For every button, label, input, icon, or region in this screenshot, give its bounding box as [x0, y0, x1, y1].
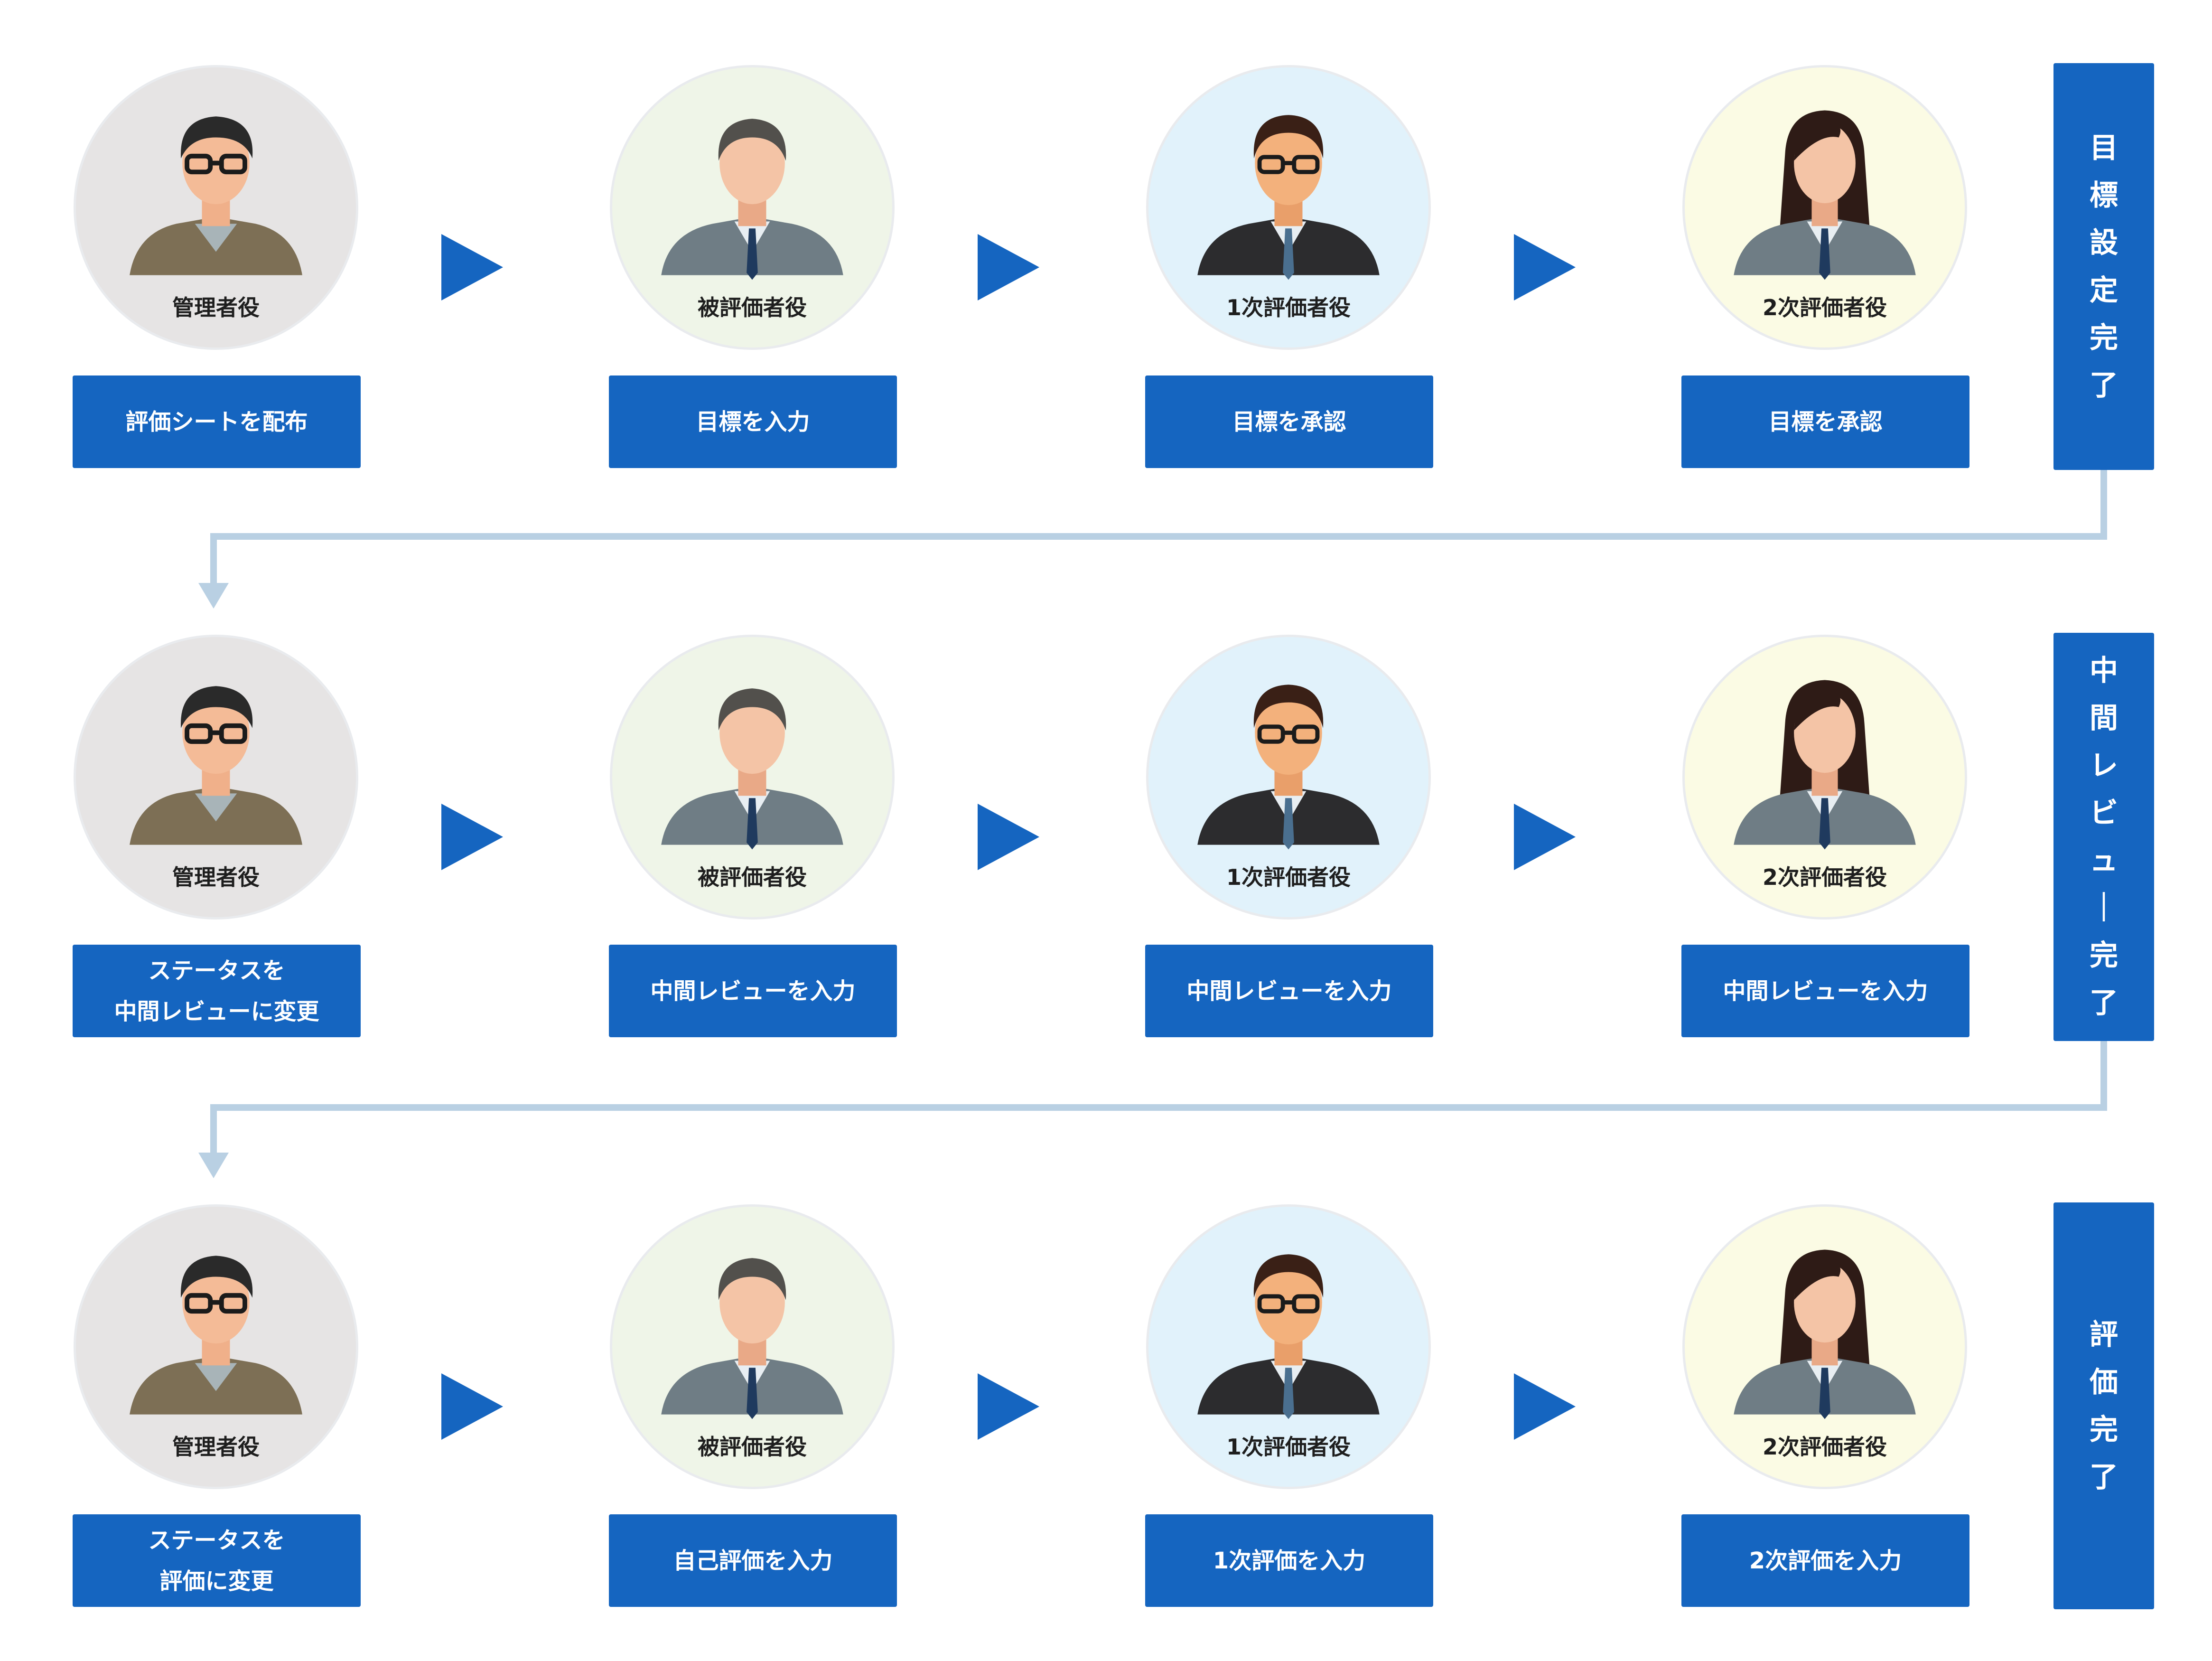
role-label-evaluatee: 被評価者役 [698, 864, 807, 890]
stage-label-char: 価 [2090, 1365, 2118, 1399]
stage-label-char: 定 [2090, 273, 2118, 307]
stage-label-char: 完 [2090, 321, 2118, 355]
role-label-first-evaluator: 1次評価者役 [1226, 295, 1351, 320]
stage-label-char: 了 [2090, 1460, 2118, 1494]
admin-person-icon [130, 686, 302, 845]
flow-arrow [441, 1373, 503, 1440]
stage-label-char: 完 [2090, 939, 2118, 972]
stage-label-char: 完 [2090, 1413, 2118, 1446]
first-evaluator-avatar: 1次評価者役 [1146, 1204, 1431, 1489]
admin-person-icon [130, 116, 302, 275]
connector-row1-to-row2 [198, 470, 2107, 609]
flow-arrow [978, 234, 1039, 300]
evaluatee-avatar: 被評価者役 [610, 65, 895, 350]
stage-label-char: 中 [2090, 654, 2118, 687]
first-evaluator-person-icon [1197, 1254, 1380, 1419]
first-evaluator-avatar: 1次評価者役 [1146, 65, 1431, 350]
flow-arrow [1514, 1373, 1576, 1440]
role-label-second-evaluator: 2次評価者役 [1762, 864, 1887, 890]
stage-label-char: 標 [2090, 178, 2118, 212]
stage-label-char: 了 [2090, 986, 2118, 1020]
stage-label-char: 目 [2090, 131, 2118, 165]
admin-avatar: 管理者役 [74, 65, 358, 350]
role-label-admin: 管理者役 [172, 1434, 260, 1460]
role-label-evaluatee: 被評価者役 [698, 295, 807, 320]
action-enter-midreview-first: 中間レビューを入力 [1145, 945, 1433, 1037]
action-approve-goals-second: 目標を承認 [1681, 375, 1969, 468]
admin-avatar: 管理者役 [74, 1204, 358, 1489]
action-enter-second-evaluation: 2次評価を入力 [1681, 1514, 1969, 1607]
admin-avatar: 管理者役 [74, 635, 358, 920]
evaluatee-avatar: 被評価者役 [610, 1204, 895, 1489]
stage-label-char: 設 [2090, 226, 2118, 260]
second-evaluator-avatar: 2次評価者役 [1682, 635, 1967, 920]
action-enter-midreview-evaluatee: 中間レビューを入力 [609, 945, 897, 1037]
first-evaluator-avatar: 1次評価者役 [1146, 635, 1431, 920]
flow-arrow [1514, 234, 1576, 300]
role-label-second-evaluator: 2次評価者役 [1762, 295, 1887, 320]
evaluatee-person-icon [661, 1258, 843, 1419]
evaluatee-person-icon [661, 119, 843, 280]
flow-arrow [441, 804, 503, 870]
stage-goal-setting-complete: 目標設定完了 [2053, 63, 2154, 470]
action-approve-goals-first: 目標を承認 [1145, 375, 1433, 468]
action-enter-self-evaluation: 自己評価を入力 [609, 1514, 897, 1607]
second-evaluator-avatar: 2次評価者役 [1682, 1204, 1967, 1489]
second-evaluator-avatar: 2次評価者役 [1682, 65, 1967, 350]
stage-evaluation-complete: 評価完了 [2053, 1202, 2154, 1609]
evaluatee-avatar: 被評価者役 [610, 635, 895, 920]
action-enter-midreview-second: 中間レビューを入力 [1681, 945, 1969, 1037]
first-evaluator-person-icon [1197, 685, 1380, 850]
flow-arrow [978, 1373, 1039, 1440]
first-evaluator-person-icon [1197, 115, 1380, 280]
role-label-admin: 管理者役 [172, 295, 260, 320]
role-label-admin: 管理者役 [172, 864, 260, 890]
action-enter-goals: 目標を入力 [609, 375, 897, 468]
stage-label-char: ｜ [2090, 891, 2118, 925]
second-evaluator-person-icon [1734, 1249, 1916, 1419]
admin-person-icon [130, 1256, 302, 1415]
role-label-second-evaluator: 2次評価者役 [1762, 1434, 1887, 1460]
stage-label-char: 評 [2090, 1318, 2118, 1351]
stage-label-char: レ [2090, 749, 2118, 782]
action-enter-first-evaluation: 1次評価を入力 [1145, 1514, 1433, 1607]
connector-row2-to-row3 [198, 1041, 2107, 1178]
role-label-first-evaluator: 1次評価者役 [1226, 864, 1351, 890]
action-change-status-evaluation: ステータスを 評価に変更 [73, 1514, 361, 1607]
role-label-first-evaluator: 1次評価者役 [1226, 1434, 1351, 1460]
evaluatee-person-icon [661, 688, 843, 850]
action-distribute-sheet: 評価シートを配布 [73, 375, 361, 468]
stage-label-char: ビ [2090, 797, 2118, 830]
stage-label-char: ュ [2090, 844, 2118, 877]
stage-midreview-complete: 中間レビュ ｜ 完了 [2053, 633, 2154, 1041]
second-evaluator-person-icon [1734, 680, 1916, 850]
flow-arrow [1514, 804, 1576, 870]
stage-label-char: 了 [2090, 368, 2118, 402]
second-evaluator-person-icon [1734, 110, 1916, 280]
role-label-evaluatee: 被評価者役 [698, 1434, 807, 1460]
flow-arrow [978, 804, 1039, 870]
action-change-status-midreview: ステータスを 中間レビューに変更 [73, 945, 361, 1037]
flow-arrow [441, 234, 503, 300]
stage-label-char: 間 [2090, 702, 2118, 735]
